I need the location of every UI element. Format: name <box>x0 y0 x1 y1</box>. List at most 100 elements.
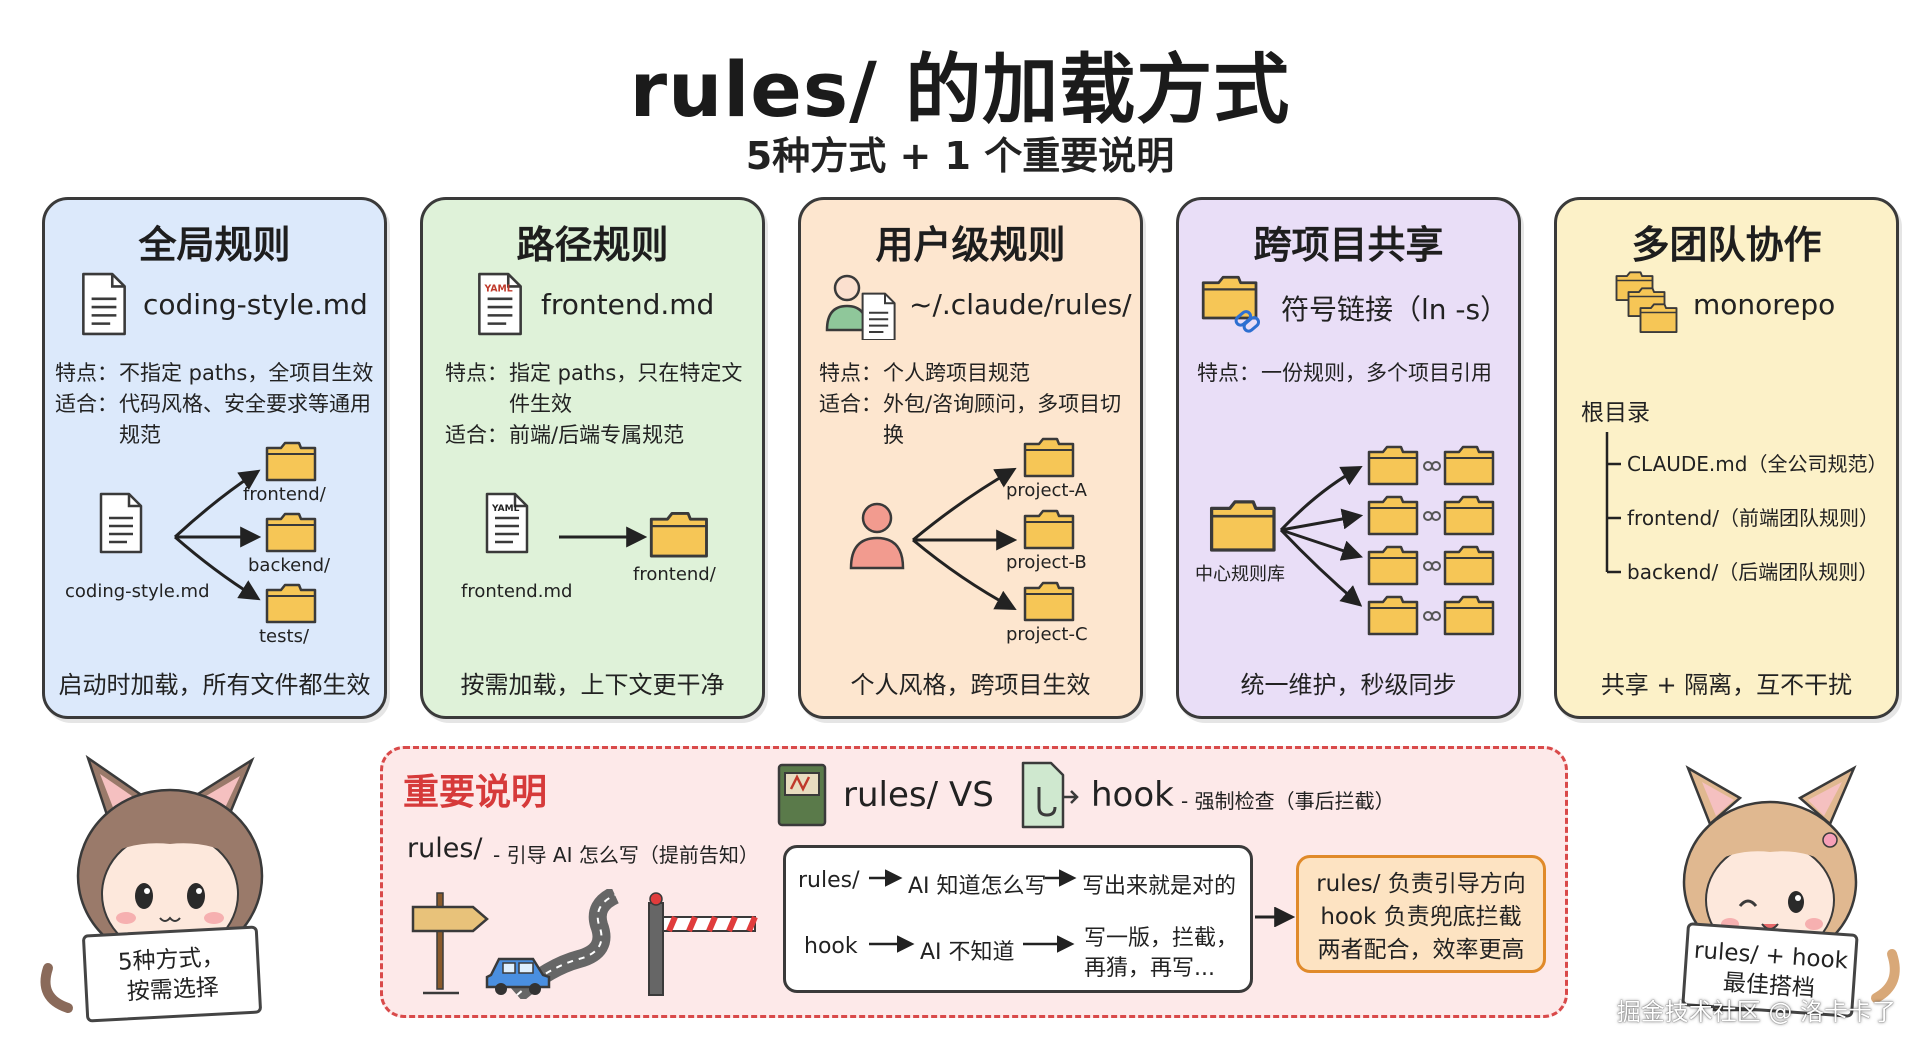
central-folder-icon <box>1209 500 1276 552</box>
tree-item: backend/（后端团队规则） <box>1627 560 1878 584</box>
signpost-car-barrier-illustration <box>411 889 758 999</box>
card-file-name: ~/.claude/rules/ <box>909 288 1132 321</box>
feature-row: 特点：不指定 paths，全项目生效 <box>55 361 374 385</box>
card-file-name: frontend.md <box>541 288 715 321</box>
linked-folder-icon <box>1443 445 1495 486</box>
card-cross-project-sharing: 跨项目共享 符号链接（ln -s） 特点：一份规则，多个项目引用 中心规则库 <box>1176 197 1521 719</box>
flow-hook-start: hook <box>804 934 858 959</box>
card-file-row: YAML frontend.md <box>423 272 762 338</box>
watermark: 掘金技术社区 @ 洛卡卡了 <box>1616 998 1896 1026</box>
folder-link-icon <box>1201 275 1261 333</box>
folder-icon <box>1023 437 1075 478</box>
target-label: project-B <box>1006 552 1087 573</box>
summary-box: rules/ 负责引导方向 hook 负责兜底拦截 两者配合，效率更高 <box>1296 855 1546 973</box>
car-icon <box>485 957 551 995</box>
card-footer: 个人风格，跨项目生效 <box>850 671 1091 699</box>
vs-label: VS <box>949 775 994 815</box>
feature-row: 适合：代码风格、安全要求等通用规范 <box>55 392 371 447</box>
card-features: 特点：指定 paths，只在特定文件生效 适合：前端/后端专属规范 <box>445 358 756 451</box>
road-icon <box>511 889 620 999</box>
card-file-row: monorepo <box>1557 271 1896 338</box>
card-features: 特点：不指定 paths，全项目生效 适合：代码风格、安全要求等通用规范 <box>55 358 378 451</box>
card-file-name: coding-style.md <box>143 288 368 321</box>
linked-folder-icon <box>1443 545 1495 586</box>
feature-row: 特点：一份规则，多个项目引用 <box>1197 361 1492 385</box>
signpost-icon <box>411 892 489 995</box>
flow-rules-start: rules/ <box>798 868 860 893</box>
target-label: project-C <box>1006 624 1088 645</box>
linked-folder-icon <box>1367 445 1419 486</box>
card-footer: 按需加载，上下文更干净 <box>460 671 725 699</box>
card-title: 跨项目共享 <box>1253 223 1444 267</box>
summary-line: rules/ 负责引导方向 <box>1316 871 1526 897</box>
target-label: project-A <box>1006 480 1088 501</box>
card-file-row: 符号链接（ln -s） <box>1179 275 1518 338</box>
source-document-icon <box>99 492 143 554</box>
card-file-row: coding-style.md <box>45 272 384 338</box>
vs-left-label: rules/ <box>843 775 939 815</box>
target-label: tests/ <box>259 626 310 647</box>
linked-folder-icon <box>1367 545 1419 586</box>
target-label: backend/ <box>248 555 331 576</box>
summary-line: hook 负责兜底拦截 <box>1320 904 1522 930</box>
target-label: frontend/ <box>633 564 717 585</box>
rules-line-label: rules/ <box>407 833 483 864</box>
link-icon <box>1423 461 1441 621</box>
yaml-file-icon: YAML <box>478 272 522 336</box>
feature-row: 适合：前端/后端专属规范 <box>445 423 685 447</box>
vs-right-description: - 强制检查（事后拦截） <box>1181 789 1395 813</box>
card-path-rules: 路径规则 YAML frontend.md 特点：指定 paths，只在特定文件… <box>420 197 765 719</box>
card-footer: 共享 + 隔离，互不干扰 <box>1600 671 1853 699</box>
comparison-flow-box: rules/ AI 知道怎么写 写出来就是对的 hook AI 不知道 写一版，… <box>783 845 1253 993</box>
card-title: 多团队协作 <box>1631 223 1822 267</box>
flow-rules-mid: AI 知道怎么写 <box>908 874 1047 899</box>
summary-line: 两者配合，效率更高 <box>1317 937 1525 963</box>
card-features: 特点：个人跨项目规范 适合：外包/咨询顾问，多项目切换 <box>819 358 1134 451</box>
hook-file-icon <box>1021 761 1079 829</box>
vs-right-label: hook <box>1091 775 1174 815</box>
svg-text:YAML: YAML <box>491 504 520 514</box>
folder-icon <box>649 512 708 558</box>
page-subtitle: 5种方式 + 1 个重要说明 <box>745 134 1175 178</box>
tree-item: frontend/（前端团队规则） <box>1627 506 1879 530</box>
flow-hook-end-1: 写一版，拦截， <box>1084 926 1239 951</box>
card-multi-team: 多团队协作 monorepo 根目录 CLAUDE.md（全公司规范） fron… <box>1554 197 1899 719</box>
linked-folder-icon <box>1443 595 1495 636</box>
note-heading: 重要说明 <box>403 772 548 813</box>
monorepo-tree: 根目录 CLAUDE.md（全公司规范） frontend/（前端团队规则） b… <box>1581 400 1887 584</box>
important-note-panel: 重要说明 rules/ VS hook - 强制检查（事后拦截） rules/ … <box>380 746 1568 1018</box>
flow-hook-mid: AI 不知道 <box>920 940 1015 965</box>
source-label: frontend.md <box>461 581 572 602</box>
folder-icon <box>1023 509 1075 550</box>
linked-folder-icon <box>1443 495 1495 536</box>
card-features: 特点：一份规则，多个项目引用 <box>1197 358 1512 389</box>
feature-row: 适合：外包/咨询顾问，多项目切换 <box>819 392 1122 447</box>
symlink-diagram: 中心规则库 <box>1195 445 1495 636</box>
user-rules-diagram: project-A project-B project-C <box>849 437 1088 645</box>
yaml-file-icon: YAML <box>485 492 529 554</box>
card-title: 用户级规则 <box>875 223 1066 267</box>
card-file-name: monorepo <box>1693 288 1836 321</box>
card-global-rules: 全局规则 coding-style.md 特点：不指定 paths，全项目生效 … <box>42 197 387 719</box>
user-icon <box>849 502 905 570</box>
svg-text:YAML: YAML <box>484 284 513 295</box>
source-label: coding-style.md <box>65 581 210 602</box>
card-title: 路径规则 <box>516 223 669 267</box>
flow-arrows <box>869 869 1077 953</box>
target-label: frontend/ <box>243 484 327 505</box>
user-document-icon <box>825 274 896 340</box>
barrier-icon <box>648 892 758 996</box>
card-user-rules: 用户级规则 ~/.claude/rules/ 特点：个人跨项目规范 适合：外包/… <box>798 197 1143 719</box>
flow-rules-end: 写出来就是对的 <box>1082 874 1237 899</box>
folder-icon <box>265 441 317 482</box>
source-label: 中心规则库 <box>1195 564 1285 585</box>
page-title: rules/ 的加载方式 <box>629 45 1291 134</box>
card-title: 全局规则 <box>138 223 291 267</box>
card-file-row: ~/.claude/rules/ <box>801 274 1140 340</box>
flow-hook-end-2: 再猜，再写... <box>1084 956 1215 981</box>
global-rules-diagram: coding-style.md frontend/ backend/ tests… <box>65 441 331 647</box>
left-sign: 5种方式， 按需选择 <box>81 925 263 1023</box>
path-rules-diagram: YAML frontend.md frontend/ <box>461 492 717 602</box>
linked-folder-icon <box>1367 495 1419 536</box>
rules-book-icon <box>777 763 827 827</box>
